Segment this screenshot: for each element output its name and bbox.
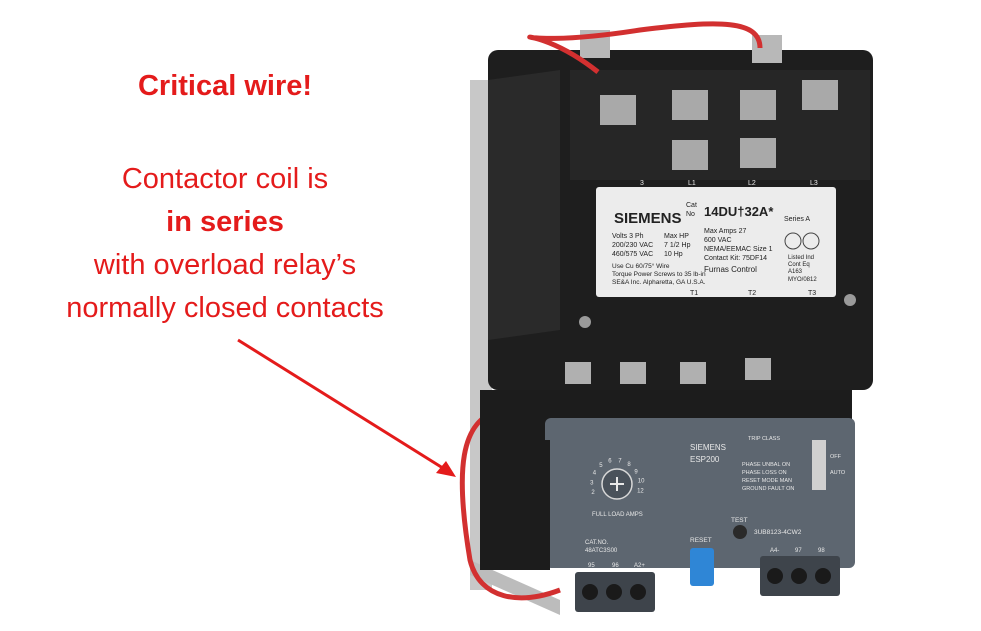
nameplate-maker: SE&A Inc. Alpharetta, GA U.S.A. xyxy=(612,279,706,286)
label-l2: L2 xyxy=(748,180,756,187)
dial-number: 2 xyxy=(591,490,595,496)
nameplate-listed-2: Cont Eq xyxy=(788,262,810,268)
label-t2: T2 xyxy=(748,290,756,297)
overload-relay: SIEMENS ESP200 FULL LOAD AMPS CAT.NO. 48… xyxy=(480,390,855,612)
label-t1: T1 xyxy=(690,290,698,297)
dial-number: 12 xyxy=(637,489,644,495)
dial-number: 6 xyxy=(608,459,612,465)
nameplate-torque-note: Torque Power Screws to 35 lb-in xyxy=(612,271,706,278)
relay-phase-loss: PHASE LOSS ON xyxy=(742,470,787,476)
annotation-line1: Contactor coil is xyxy=(121,163,329,195)
label-t3: T3 xyxy=(808,290,816,297)
dial-number: 7 xyxy=(618,458,622,464)
dial-number: 4 xyxy=(593,471,597,477)
nameplate-series: Series A xyxy=(784,216,810,223)
relay-test-label: TEST xyxy=(731,517,748,524)
dial-number: 8 xyxy=(627,462,631,468)
nameplate-brand: SIEMENS xyxy=(614,210,682,227)
label-l1: L1 xyxy=(688,180,696,187)
nameplate-nema: NEMA/EEMAC Size 1 xyxy=(704,246,773,253)
nameplate-hp-2: 10 Hp xyxy=(664,251,683,258)
dip-switches[interactable] xyxy=(812,440,826,490)
dial-number: 10 xyxy=(638,479,645,485)
relay-trip-class: TRIP CLASS xyxy=(748,436,780,442)
relay-term-95: 95 xyxy=(588,563,595,569)
dial-number: 3 xyxy=(590,480,594,486)
relay-term-96: 96 xyxy=(612,563,619,569)
relay-auto-label: AUTO xyxy=(830,470,846,476)
nameplate-hp-1: 7 1/2 Hp xyxy=(664,242,691,249)
nameplate-vac: 600 VAC xyxy=(704,237,732,244)
critical-wire xyxy=(459,407,561,601)
relay-part-no: 3UB8123-4CW2 xyxy=(754,529,802,536)
relay-off-label: OFF xyxy=(830,454,842,460)
relay-reset-label: RESET xyxy=(690,537,712,544)
relay-ground-fault: GROUND FAULT ON xyxy=(742,486,794,492)
relay-term-98: 98 xyxy=(818,548,825,554)
csa-logo-icon xyxy=(802,232,820,250)
nameplate-no-label: No xyxy=(686,211,695,218)
relay-full-load-label: FULL LOAD AMPS xyxy=(592,512,643,518)
nameplate-listed-3: A163 xyxy=(788,269,803,275)
relay-brand: SIEMENS xyxy=(690,443,726,452)
reset-button[interactable] xyxy=(690,548,714,586)
nameplate-volts-2: 460/575 VAC xyxy=(612,251,653,258)
relay-reset-mode: RESET MODE MAN xyxy=(742,478,792,484)
dial-number: 9 xyxy=(634,469,638,475)
nameplate-hp-header: Max HP xyxy=(664,233,689,240)
label-l3: L3 xyxy=(810,180,818,187)
relay-model: ESP200 xyxy=(690,455,720,464)
nameplate-code: MYO/0812 xyxy=(788,277,817,283)
nameplate-cat-label: Cat xyxy=(686,202,697,209)
nameplate-volts-header: Volts 3 Ph xyxy=(612,233,644,240)
nameplate-wire-note: Use Cu 60/75° Wire xyxy=(612,262,670,270)
ul-logo-icon xyxy=(784,232,802,250)
annotation-line2: in series xyxy=(166,206,284,238)
nameplate-contact-kit: Contact Kit: 75DF14 xyxy=(704,255,767,262)
annotation-line4: normally closed contacts xyxy=(66,292,384,324)
label-3: 3 xyxy=(640,180,644,187)
nameplate-volts-1: 200/230 VAC xyxy=(612,242,653,249)
relay-term-97: 97 xyxy=(795,548,802,554)
contactor-nameplate xyxy=(596,187,836,297)
nameplate-listed-1: Listed Ind xyxy=(788,255,814,261)
relay-phase-unbal: PHASE UNBAL ON xyxy=(742,462,790,468)
contactor: SIEMENS Cat No 14DU†32A* Volts 3 Ph 200/… xyxy=(488,30,873,390)
relay-term-a1: A4- xyxy=(770,548,779,554)
coil-wire xyxy=(527,21,763,74)
test-button[interactable] xyxy=(733,525,747,539)
nameplate-furnas: Furnas Control xyxy=(704,265,757,274)
relay-cat-no: 48ATC3S00 xyxy=(585,548,618,554)
annotation-arrow xyxy=(237,338,456,477)
nameplate-cat-no: 14DU†32A* xyxy=(704,204,774,219)
dial-number: 5 xyxy=(599,463,603,469)
relay-term-a2: A2+ xyxy=(634,563,645,569)
annotation-text: Contactor coil is in series with overloa… xyxy=(0,158,450,330)
annotation-line3: with overload relay’s xyxy=(93,249,357,281)
relay-cat-no-label: CAT.NO. xyxy=(585,540,609,546)
nameplate-amps: Max Amps 27 xyxy=(704,228,747,235)
annotation-title: Critical wire! xyxy=(137,70,313,102)
